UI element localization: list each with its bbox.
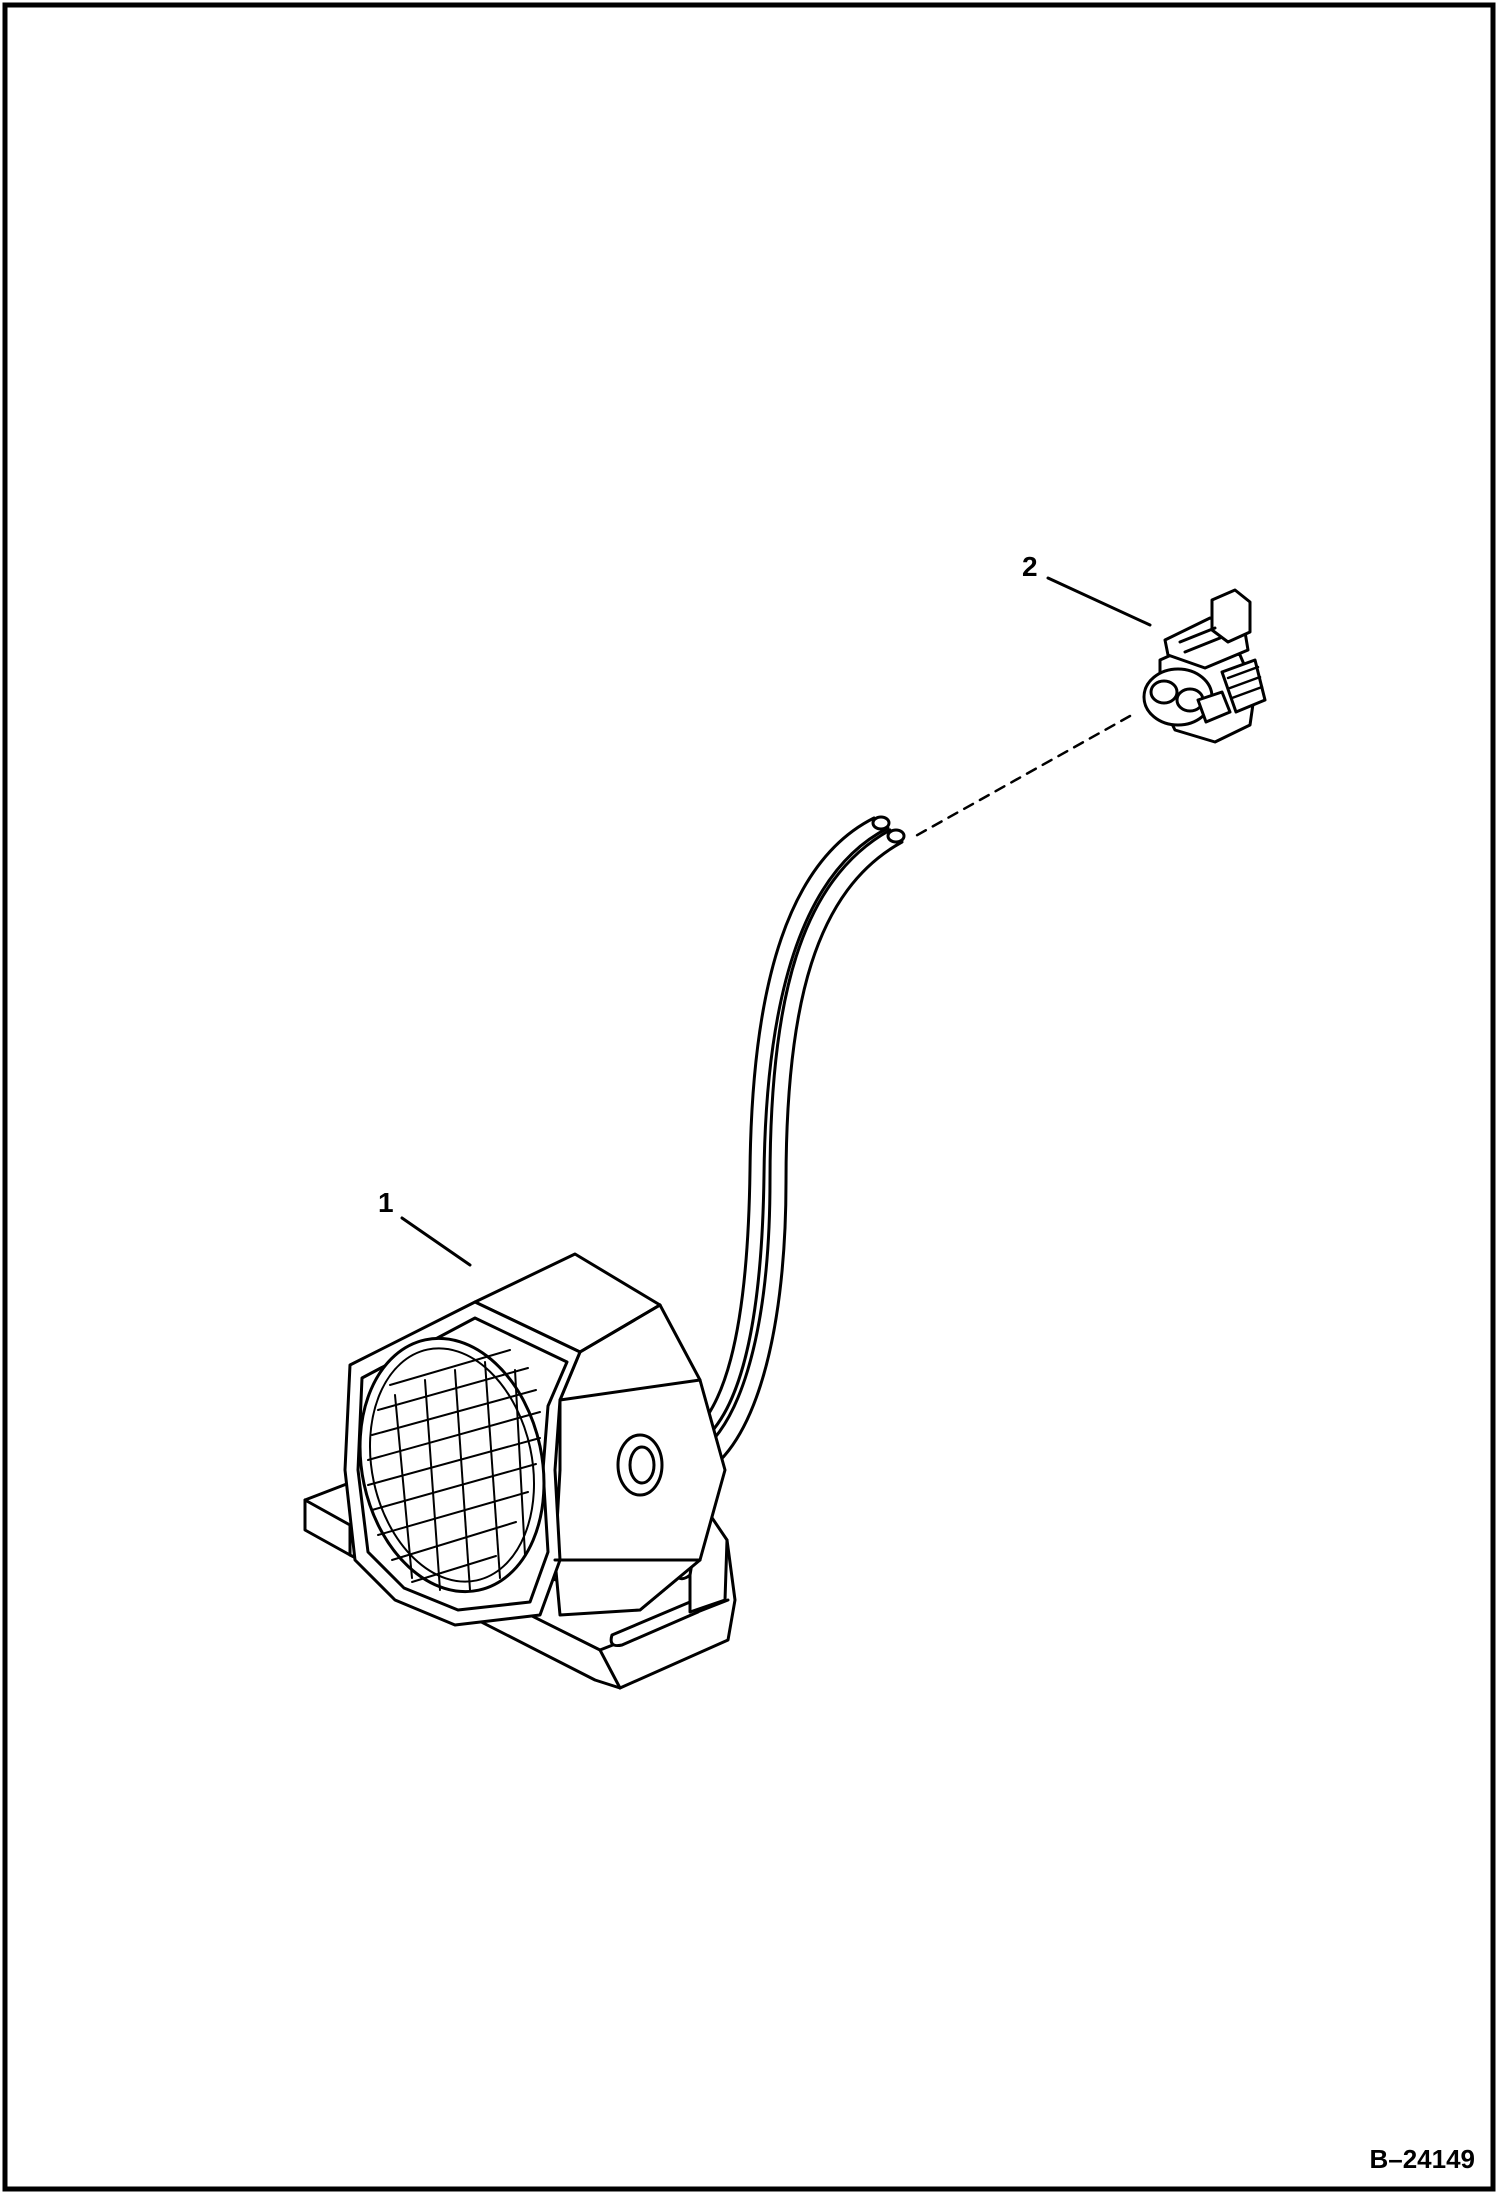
callout-2-leader [1046, 576, 1152, 627]
connector-part [1142, 588, 1267, 744]
callout-1-label: 1 [378, 1187, 394, 1218]
callout-2-label: 2 [1022, 551, 1038, 582]
wire-pair [638, 815, 906, 1487]
back-up-alarm-part [303, 1252, 737, 1690]
callout-1-leader [400, 1216, 472, 1267]
connection-dashed-line [910, 714, 1132, 840]
figure-number: B–24149 [1369, 2144, 1475, 2174]
